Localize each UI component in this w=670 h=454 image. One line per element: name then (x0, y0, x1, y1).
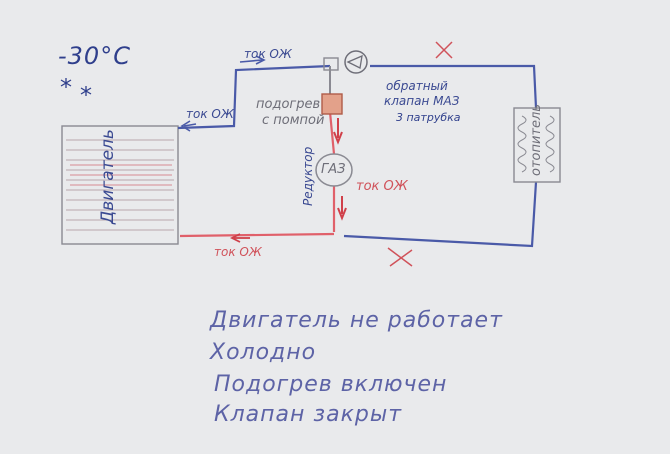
heater-label-line1: подогрев (256, 97, 321, 112)
valve-tee (323, 57, 339, 71)
flow-label-bottom: ток ОЖ (214, 245, 262, 259)
note-engine-off: Двигатель не работает (210, 308, 503, 333)
flow-label-engine: ток ОЖ (186, 107, 234, 121)
check-valve-label-line3: 3 патрубка (396, 111, 461, 124)
gas-label: ГАЗ (321, 162, 346, 177)
check-valve-label-line2: клапан МАЗ (384, 94, 460, 108)
blocked-cross-marks (387, 41, 453, 267)
heater-unit (321, 93, 343, 115)
cabin-heater-label: отопитель (529, 104, 544, 176)
flow-label-right: ток ОЖ (356, 179, 408, 194)
engine-label: Двигатель (98, 129, 118, 224)
gas-reducer-circle (315, 153, 353, 187)
check-valve-circle (344, 50, 368, 74)
flow-label-top: ток ОЖ (244, 47, 292, 61)
snowflake-icon (60, 78, 92, 96)
heater-label-line2: с помпой (262, 113, 325, 128)
note-cold: Холодно (210, 340, 317, 365)
check-valve-label-line1: обратный (386, 79, 448, 93)
note-heater-on: Подогрев включен (214, 372, 448, 397)
pipe-top-return (177, 64, 538, 248)
flow-arrows (180, 55, 347, 243)
note-valve-closed: Клапан закрыт (214, 402, 403, 427)
check-valve-arrow (346, 54, 363, 69)
cabin-heater-radiator (513, 107, 561, 183)
temperature-label: -30°C (58, 42, 131, 70)
engine-block (61, 125, 179, 245)
pipe-heated-flow (179, 111, 336, 238)
reducer-label: Редуктор (301, 146, 315, 206)
